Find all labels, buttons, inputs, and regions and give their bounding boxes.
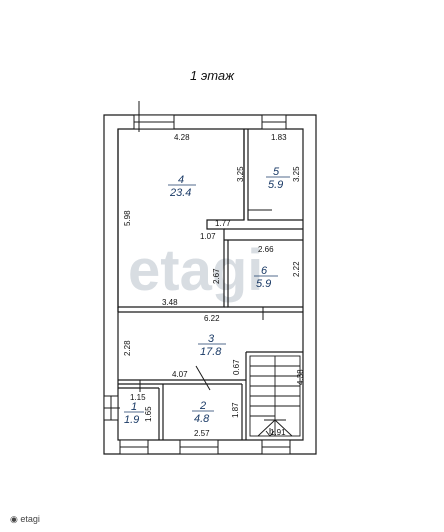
dim-r3-height: 2.28 [123,340,132,356]
etagi-logo-mark: ◉ etagi [10,514,40,524]
room-area: 1.9 [124,414,139,426]
dim-r1-height: 1.65 [144,406,153,422]
dimension-labels: 4.28 5.98 3.25 1.77 1.07 3.48 2.67 1.83 … [123,133,305,438]
room-2-label: 2 4.8 [192,400,214,425]
room-number: 3 [208,333,215,345]
dim-r6-width: 2.66 [258,245,274,254]
partitions [117,129,303,440]
room-number: 6 [261,265,268,277]
room-area: 17.8 [200,346,222,358]
dim-r4-bottom: 3.48 [162,298,178,307]
dim-r3-right-small: 0.67 [232,359,241,375]
room-area: 5.9 [268,179,283,191]
room-6-label: 6 5.9 [254,265,278,290]
dim-r4-notch-small: 1.07 [200,232,216,241]
room-number: 4 [178,174,184,186]
dim-r2-top: 4.07 [172,370,188,379]
dim-r5-height: 3.25 [292,166,301,182]
dim-stairs-height: 4.38 [296,369,305,385]
dim-r2-bottom: 2.57 [194,429,210,438]
room-area: 23.4 [169,187,191,199]
room-area: 5.9 [256,278,271,290]
stairs [249,355,301,437]
dim-stairs-bottom: 1.91 [270,428,286,437]
watermark: etagi [128,238,263,303]
dim-r2-height: 1.87 [231,402,240,418]
room-3-label: 3 17.8 [198,333,226,358]
dim-r4-left-height: 5.98 [123,210,132,226]
doors [139,209,272,392]
dim-r1-top: 1.15 [130,393,146,402]
room-number: 5 [273,166,280,178]
dim-r4-width: 4.28 [174,133,190,142]
dim-r6-height: 2.22 [292,261,301,277]
windows [103,101,291,455]
dim-r4-right-height: 3.25 [236,166,245,182]
room-number: 1 [131,401,137,413]
room-4-label: 4 23.4 [168,174,196,199]
room-1-label: 1 1.9 [124,401,144,426]
room-number: 2 [199,400,206,412]
dim-r3-width: 6.22 [204,314,220,323]
room-5-label: 5 5.9 [266,166,290,191]
dim-r4-notch: 1.77 [215,219,231,228]
floor-title: 1 этаж [190,68,235,83]
outer-walls [103,114,317,455]
dim-r4-inner-height: 2.67 [212,268,221,284]
dim-r5-width: 1.83 [271,133,287,142]
room-area: 4.8 [194,413,210,425]
